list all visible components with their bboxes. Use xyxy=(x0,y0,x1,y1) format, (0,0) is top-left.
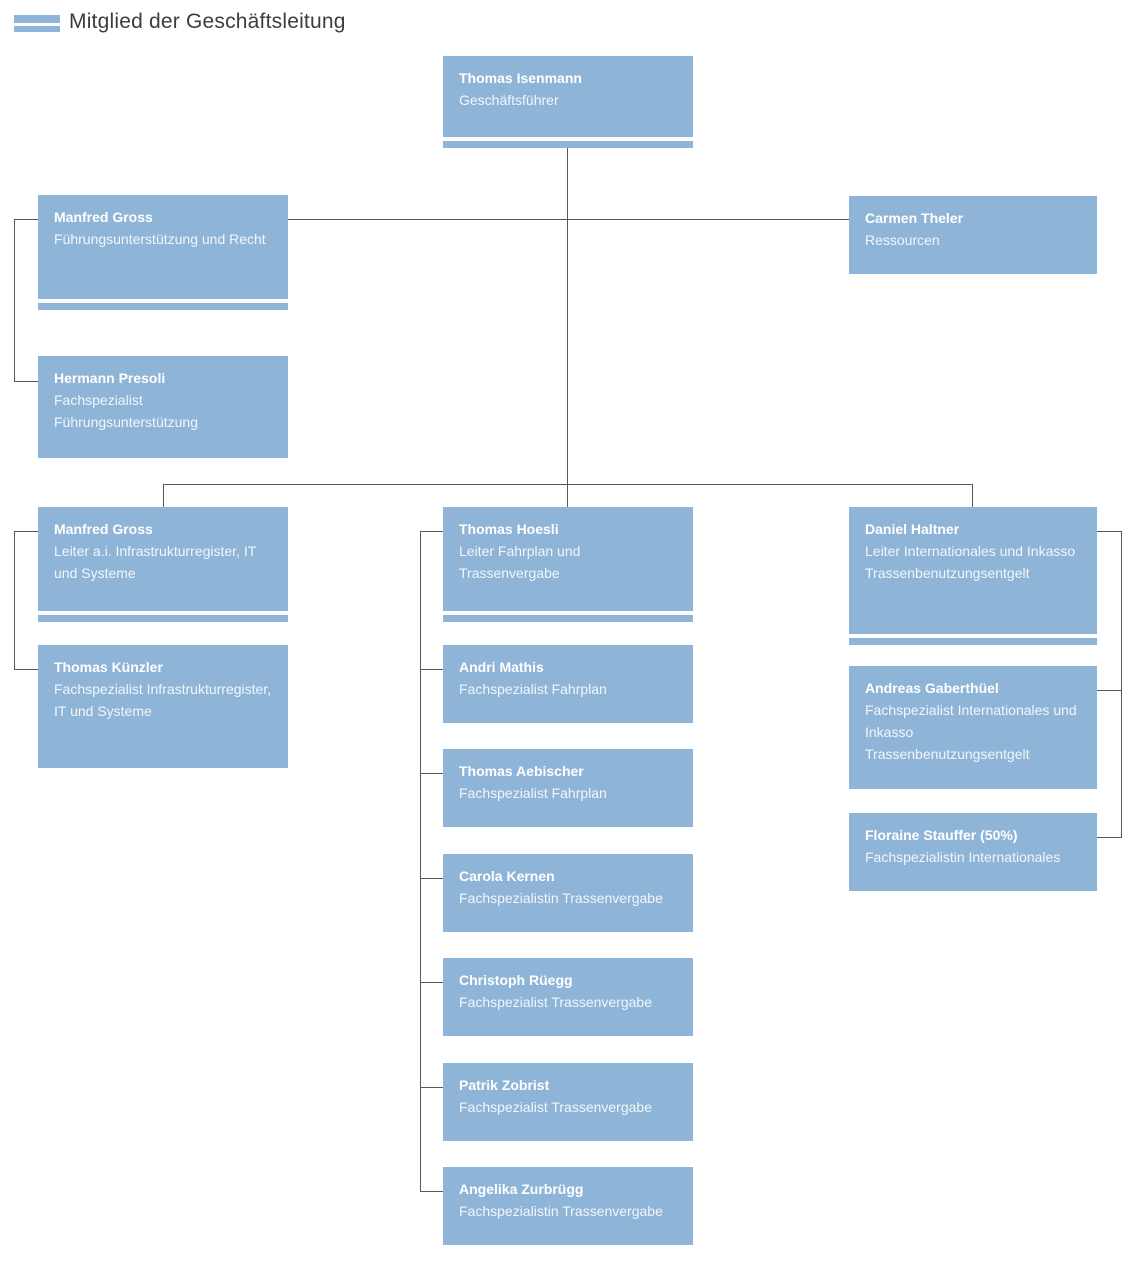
connector-stub-kernen xyxy=(420,878,444,879)
person-name: Christoph Rüegg xyxy=(459,972,573,988)
connector-stub-gross2 xyxy=(14,531,39,532)
person-name: Carmen Theler xyxy=(865,210,964,226)
connector-stub-rueegg xyxy=(420,982,444,983)
connector-stub-stauffer xyxy=(1097,837,1122,838)
connector-stub-hoesli xyxy=(420,531,444,532)
person-role: Geschäftsführer xyxy=(459,92,559,108)
org-node-thomas-aebischer: Thomas Aebischer Fachspezialist Fahrplan xyxy=(443,749,693,827)
connector-drop-gross2 xyxy=(163,484,164,507)
connector-stub-aebischer xyxy=(420,773,444,774)
org-node-thomas-kuenzler: Thomas Künzler Fachspezialist Infrastruk… xyxy=(38,645,288,768)
gl-member-stripe-icon xyxy=(14,15,60,32)
person-name: Thomas Künzler xyxy=(54,659,163,675)
person-role: Fachspezialistin Trassenvergabe xyxy=(459,1203,663,1219)
gl-member-stripe xyxy=(443,615,693,622)
org-node-christoph-rueegg: Christoph Rüegg Fachspezialist Trassenve… xyxy=(443,958,693,1036)
connector-stub-zobrist xyxy=(420,1087,444,1088)
connector-stub-kuenzler xyxy=(14,669,39,670)
person-role: Fachspezialist Infrastrukturregister, IT… xyxy=(54,681,272,719)
person-name: Carola Kernen xyxy=(459,868,555,884)
connector-drop-hoesli xyxy=(567,484,568,507)
person-name: Andri Mathis xyxy=(459,659,544,675)
org-node-andreas-gaberthuel: Andreas Gaberthüel Fachspezialist Intern… xyxy=(849,666,1097,789)
person-name: Patrik Zobrist xyxy=(459,1077,550,1093)
person-role: Leiter a.i. Infrastrukturregister, IT un… xyxy=(54,543,257,581)
gl-member-stripe xyxy=(443,141,693,148)
org-node-andri-mathis: Andri Mathis Fachspezialist Fahrplan xyxy=(443,645,693,723)
connector-level2-horizontal xyxy=(163,484,973,485)
org-node-floraine-stauffer: Floraine Stauffer (50%) Fachspezialistin… xyxy=(849,813,1097,891)
person-role: Führungsunterstützung und Recht xyxy=(54,231,266,247)
org-node-daniel-haltner: Daniel Haltner Leiter Internationales un… xyxy=(849,507,1097,645)
org-node-manfred-gross-infrastrukturregister: Manfred Gross Leiter a.i. Infrastrukturr… xyxy=(38,507,288,622)
org-node-manfred-gross-recht: Manfred Gross Führungsunterstützung und … xyxy=(38,195,288,310)
person-name: Andreas Gaberthüel xyxy=(865,680,999,696)
legend: Mitglied der Geschäftsleitung xyxy=(14,8,346,36)
org-node-thomas-isenmann: Thomas Isenmann Geschäftsführer xyxy=(443,56,693,148)
connector-stub-zurbruegg xyxy=(420,1191,444,1192)
person-role: Fachspezialist Führungsunterstützung xyxy=(54,392,198,430)
person-role: Fachspezialistin Internationales xyxy=(865,849,1061,865)
person-name: Floraine Stauffer (50%) xyxy=(865,827,1018,843)
person-role: Fachspezialistin Trassenvergabe xyxy=(459,890,663,906)
person-role: Fachspezialist Trassenvergabe xyxy=(459,994,652,1010)
person-name: Manfred Gross xyxy=(54,209,153,225)
org-node-hermann-presoli: Hermann Presoli Fachspezialist Führungsu… xyxy=(38,356,288,458)
legend-label: Mitglied der Geschäftsleitung xyxy=(69,10,346,33)
org-node-patrik-zobrist: Patrik Zobrist Fachspezialist Trassenver… xyxy=(443,1063,693,1141)
org-node-angelika-zurbruegg: Angelika Zurbrügg Fachspezialistin Trass… xyxy=(443,1167,693,1245)
connector-stub-gaberthuel xyxy=(1097,690,1122,691)
connector-bracket-left2 xyxy=(14,531,15,669)
person-name: Hermann Presoli xyxy=(54,370,166,386)
connector-level1-horizontal xyxy=(14,219,849,220)
person-name: Manfred Gross xyxy=(54,521,153,537)
connector-trunk xyxy=(567,148,568,484)
person-name: Thomas Hoesli xyxy=(459,521,559,537)
person-role: Leiter Internationales und Inkasso Trass… xyxy=(865,543,1076,581)
gl-member-stripe xyxy=(849,638,1097,645)
gl-member-stripe xyxy=(38,303,288,310)
person-role: Ressourcen xyxy=(865,232,940,248)
connector-bracket-middle xyxy=(420,531,421,1191)
person-role: Fachspezialist Internationales und Inkas… xyxy=(865,702,1077,762)
stripe-bar-top xyxy=(14,15,60,23)
connector-drop-haltner xyxy=(972,484,973,507)
person-role: Fachspezialist Trassenvergabe xyxy=(459,1099,652,1115)
org-node-carmen-theler: Carmen Theler Ressourcen xyxy=(849,196,1097,274)
org-node-carola-kernen: Carola Kernen Fachspezialistin Trassenve… xyxy=(443,854,693,932)
person-name: Daniel Haltner xyxy=(865,521,960,537)
stripe-bar-bottom xyxy=(14,26,60,32)
connector-bracket-right xyxy=(1121,531,1122,837)
person-role: Fachspezialist Fahrplan xyxy=(459,681,607,697)
connector-stub-haltner xyxy=(1097,531,1122,532)
gl-member-stripe xyxy=(38,615,288,622)
person-name: Thomas Isenmann xyxy=(459,70,582,86)
connector-bracket-left1 xyxy=(14,219,15,381)
person-name: Angelika Zurbrügg xyxy=(459,1181,584,1197)
connector-stub-presoli xyxy=(14,381,39,382)
person-name: Thomas Aebischer xyxy=(459,763,584,779)
person-role: Fachspezialist Fahrplan xyxy=(459,785,607,801)
connector-stub-mathis xyxy=(420,669,444,670)
person-role: Leiter Fahrplan und Trassenvergabe xyxy=(459,543,581,581)
org-node-thomas-hoesli: Thomas Hoesli Leiter Fahrplan und Trasse… xyxy=(443,507,693,622)
